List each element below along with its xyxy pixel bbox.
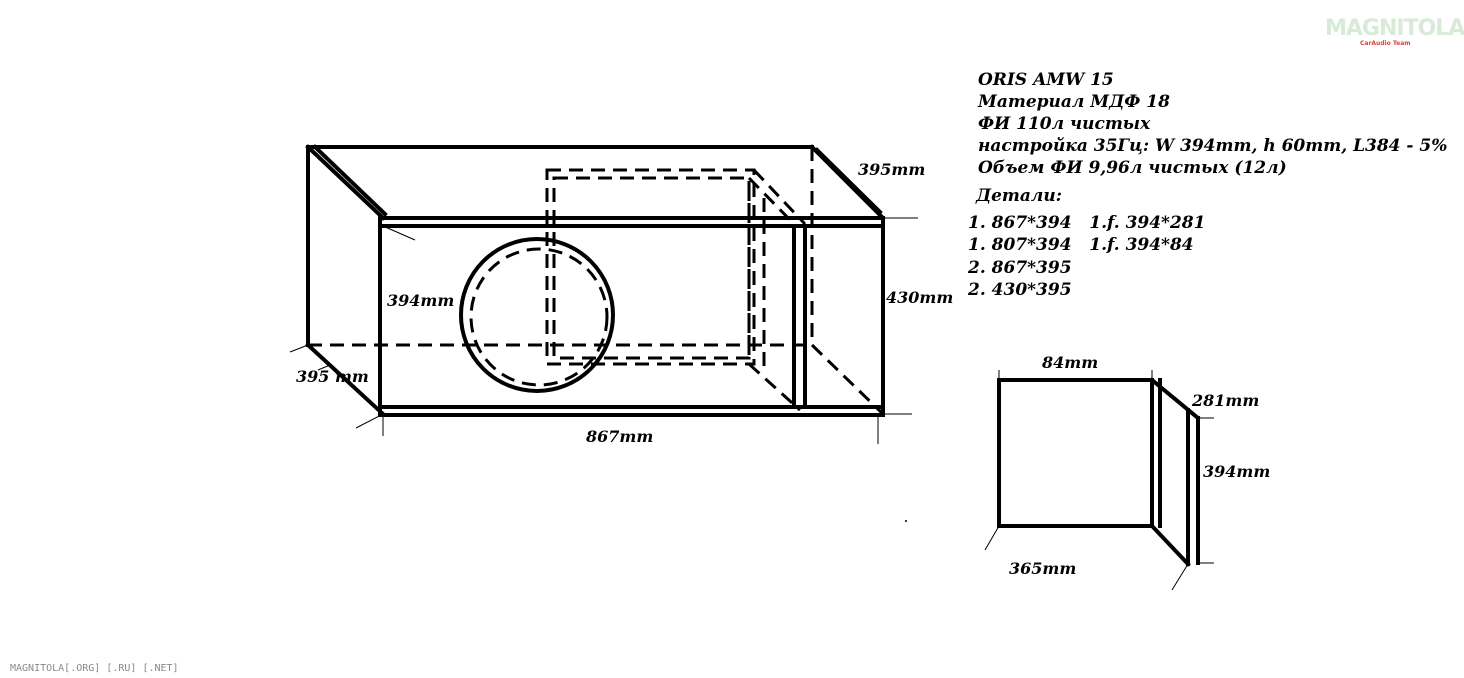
site-watermark: MAGNITOLA[.ORG] [.RU] [.NET] xyxy=(10,663,179,674)
dim-width: 867mm xyxy=(585,427,653,446)
part-line: 2. 430*395 xyxy=(968,280,1072,300)
dim-depth-bottom: 395 mm xyxy=(296,367,369,386)
enclosure xyxy=(289,144,918,444)
dim-inner-height: 394mm xyxy=(387,291,454,310)
dim-port-depth: 281mm xyxy=(1191,391,1259,410)
speaker-inner-ring xyxy=(469,247,609,387)
spec-port-volume: ФИ 110л чистых xyxy=(978,114,1151,134)
part-line: 2. 867*395 xyxy=(968,258,1072,278)
stray-dot xyxy=(905,520,907,522)
dim-port-length: 365mm xyxy=(1009,559,1076,578)
spec-port-net-volume: Объем ФИ 9,96л чистых (12л) xyxy=(978,158,1287,178)
logo-text: MAGNITOLA xyxy=(1325,16,1464,41)
box-drawing: 395mm 394mm 430mm 395 mm 867mm 84mm 281m… xyxy=(289,144,1270,591)
spec-tuning: настройка 35Гц: W 394mm, h 60mm, L384 - … xyxy=(978,136,1448,156)
spec-material: Материал МДФ 18 xyxy=(978,92,1170,112)
port-part xyxy=(984,370,1214,591)
part-line: 1. 807*394 1.f. 394*84 xyxy=(968,235,1194,255)
site-logo-subtitle: CarAudio Team xyxy=(1360,40,1411,47)
site-logo: MAGNITOLA xyxy=(1325,16,1464,41)
dim-depth-top: 395mm xyxy=(858,160,925,179)
dim-port-height: 394mm xyxy=(1203,462,1270,481)
dim-port-width: 84mm xyxy=(1041,353,1098,372)
dim-outer-height: 430mm xyxy=(886,288,953,307)
speaker-cutout xyxy=(459,237,615,393)
spec-title: ORIS AMW 15 xyxy=(978,70,1114,90)
part-line: 1. 867*394 1.f. 394*281 xyxy=(968,213,1206,233)
parts-heading: Детали: xyxy=(976,186,1063,206)
